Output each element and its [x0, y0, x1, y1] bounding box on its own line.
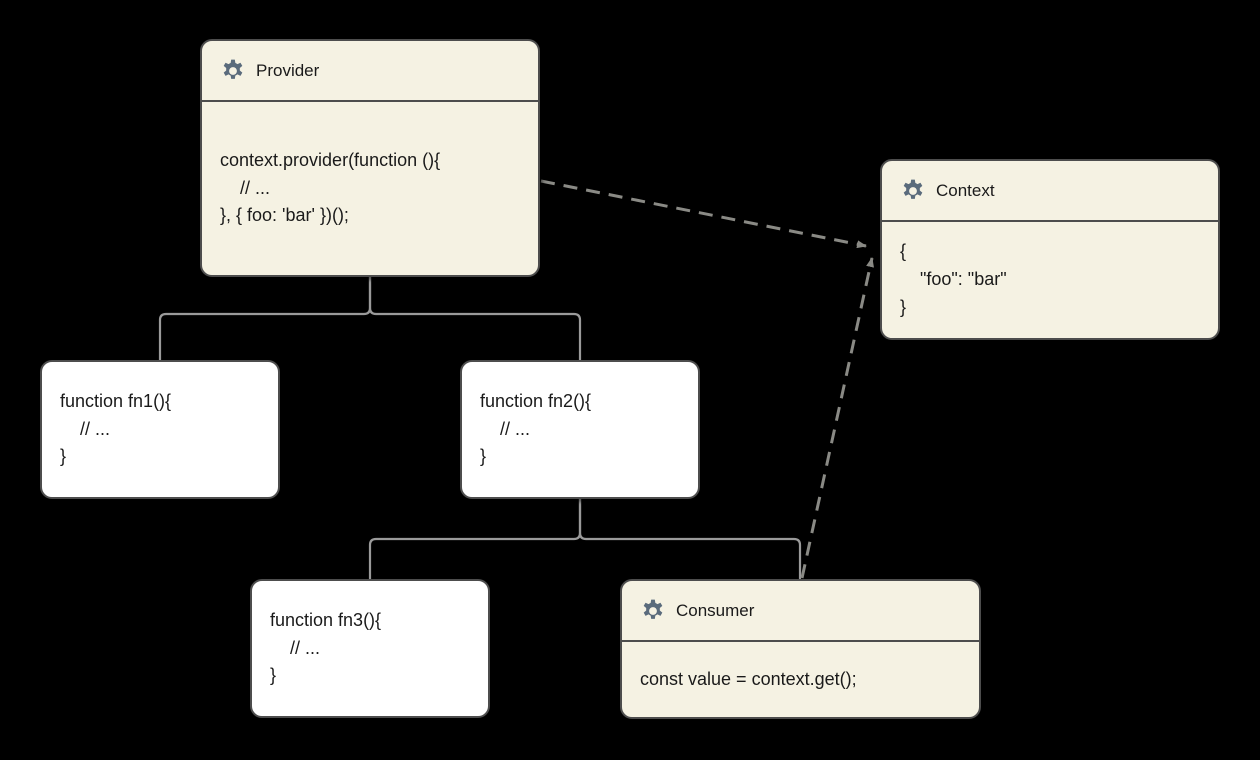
- edge-fn2-to-fn3: [368, 499, 582, 579]
- node-context-body: { "foo": "bar" }: [882, 222, 1218, 338]
- gear-icon: [643, 599, 663, 619]
- node-fn2[interactable]: function fn2(){ // ... }: [460, 360, 700, 499]
- node-consumer[interactable]: Consumer const value = context.get();: [620, 579, 981, 719]
- node-fn1-code: function fn1(){ // ... }: [60, 390, 172, 467]
- edge-consumer-to-context: [800, 257, 874, 579]
- edge-provider-to-fn1: [158, 277, 372, 360]
- node-provider[interactable]: Provider context.provider(function (){ /…: [200, 39, 540, 277]
- node-fn1-body: function fn1(){ // ... }: [42, 362, 278, 497]
- node-fn3-code: function fn3(){ // ... }: [270, 609, 382, 686]
- node-consumer-code: const value = context.get();: [640, 668, 857, 689]
- node-fn2-body: function fn2(){ // ... }: [462, 362, 698, 497]
- node-provider-header: Provider: [202, 41, 538, 102]
- gear-icon: [903, 179, 923, 199]
- node-context-header: Context: [882, 161, 1218, 222]
- node-context-title: Context: [936, 181, 995, 200]
- node-context-code: { "foo": "bar" }: [900, 241, 1007, 317]
- node-provider-title: Provider: [256, 61, 320, 80]
- node-fn3-body: function fn3(){ // ... }: [252, 581, 488, 716]
- edge-fn2-to-consumer: [578, 499, 802, 579]
- edge-provider-to-context: [540, 179, 867, 249]
- node-consumer-header: Consumer: [622, 581, 979, 642]
- node-fn3[interactable]: function fn3(){ // ... }: [250, 579, 490, 718]
- node-consumer-body: const value = context.get();: [622, 642, 979, 717]
- node-fn1[interactable]: function fn1(){ // ... }: [40, 360, 280, 499]
- edge-provider-to-fn2: [368, 277, 582, 360]
- node-fn2-code: function fn2(){ // ... }: [480, 390, 592, 467]
- node-context[interactable]: Context { "foo": "bar" }: [880, 159, 1220, 340]
- gear-icon: [223, 59, 243, 79]
- node-provider-code: context.provider(function (){ // ... }, …: [220, 149, 441, 226]
- node-provider-body: context.provider(function (){ // ... }, …: [202, 102, 538, 275]
- node-consumer-title: Consumer: [676, 601, 755, 620]
